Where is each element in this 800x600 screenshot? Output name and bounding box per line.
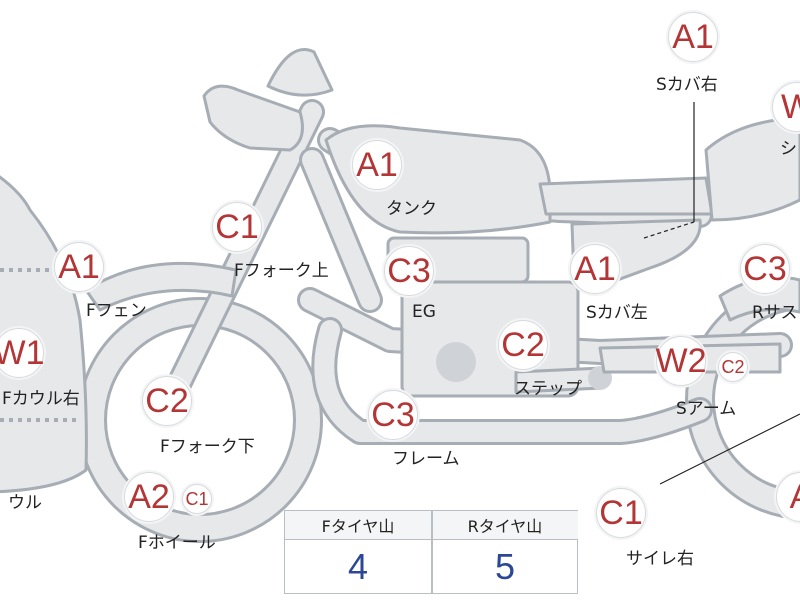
rear-tire-value: 5 [494,545,516,587]
grade-badge-r-suspension: C3 [740,244,790,294]
seat-shape [704,116,800,222]
front-fender-shape [84,261,238,312]
label-fork-upper: Fフォーク上 [234,261,329,281]
grade-badge-step: C2 [498,320,548,370]
label-silencer-right: サイレ右 [626,549,694,569]
tire-tread-table: Fタイヤ山 Rタイヤ山 4 5 [284,510,578,594]
grade-badge-f-cowl-right: W1 [0,328,45,378]
label-fork-lower: Fフォーク下 [160,437,255,457]
grade-badge-f-wheel-secondary: C1 [182,484,212,514]
grade-badge-s-arm-secondary: C2 [718,352,748,382]
label-frame: フレーム [392,449,460,469]
grade-badge-silencer-right: C1 [596,488,646,538]
front-tire-value: 4 [347,545,369,587]
grade-badge-engine: C3 [384,246,434,296]
grade-badge-f-fender: A1 [54,242,104,292]
label-engine: EG [412,302,436,322]
headlight-shape [266,48,334,97]
grade-badge-s-cover-right: A1 [668,12,718,62]
label-seat: シ [780,139,797,159]
leader-s-cover-right-dash [643,221,695,239]
leader-silencer [659,413,800,485]
table-divider [431,511,433,593]
grade-badge-frame: C3 [368,390,418,440]
grade-badge-fork-lower: C2 [142,376,192,426]
label-r-suspension: Rサス [752,303,798,323]
label-s-arm: Sアーム [676,399,737,419]
label-f-fender: Fフェン [86,301,147,321]
label-step: ステップ [514,379,582,399]
grade-badge-tank: A1 [352,140,402,190]
grade-badge-s-arm: W2 [656,336,707,386]
grade-badge-s-cover-left: A1 [570,244,620,294]
grade-badge-fork-upper: C1 [212,202,262,252]
label-f-wheel: Fホイール [138,533,216,553]
label-s-cover-left: Sカバ左 [586,303,648,323]
rear-tire-header: Rタイヤ山 [432,511,578,540]
seat-rail-shape [538,176,714,216]
handlebar-shape [202,84,304,152]
label-s-cover-right: Sカバ右 [656,75,718,95]
label-tank: タンク [386,199,437,219]
grade-badge-f-wheel: A2 [124,472,174,522]
label-cowl: ウル [8,493,42,513]
grade-badge-seat: W [772,82,800,132]
front-tire-header: Fタイヤ山 [285,511,431,540]
label-f-cowl-right: Fカウル右 [2,389,80,409]
